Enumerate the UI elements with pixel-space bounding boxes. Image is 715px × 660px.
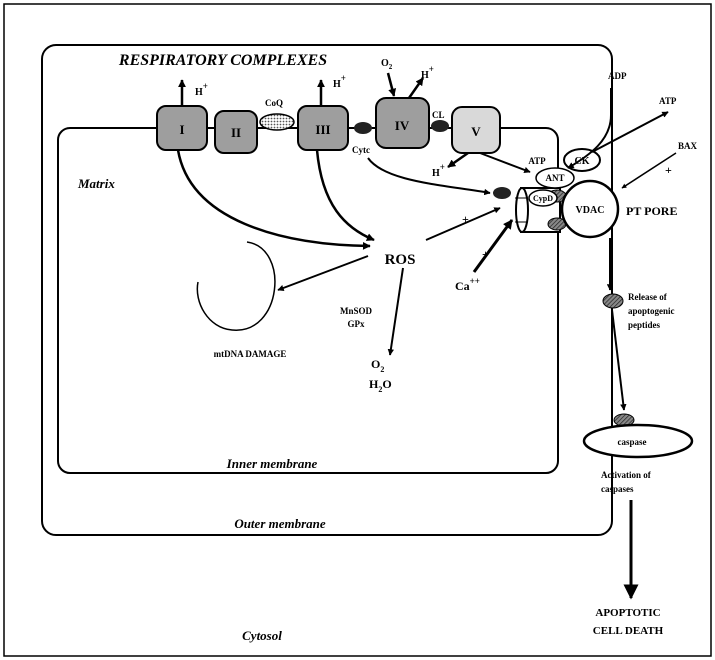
ros-to-pore-arrow <box>425 207 501 241</box>
svg-text:III: III <box>315 122 330 137</box>
matrix-label: Matrix <box>77 176 115 191</box>
vdac-label: VDAC <box>576 205 605 216</box>
cypd-label: CypD <box>533 194 553 203</box>
cytc-to-pore-arrow <box>367 157 491 196</box>
complex-iv: IV <box>375 97 430 149</box>
svg-text:CoQ: CoQ <box>265 98 283 108</box>
adp-arrow <box>567 88 612 169</box>
page-frame <box>3 3 712 657</box>
complex-i: I <box>156 105 208 151</box>
bax-arrow <box>621 152 677 189</box>
bax-label: BAX <box>678 141 698 151</box>
oxygen-label: O2 <box>381 58 393 71</box>
release-label-line2: apoptogenic <box>628 306 675 316</box>
cytosol-label: Cytosol <box>242 628 282 643</box>
svg-text:I: I <box>179 122 184 137</box>
cytc-at-pore <box>493 187 511 199</box>
proton-label-iv: H+ <box>421 64 434 81</box>
activation-label-line1: Activation of <box>601 470 652 480</box>
h2o-product: H2O <box>369 377 392 394</box>
cytc-label: Cytc <box>352 145 370 155</box>
gpx-label: GPx <box>348 319 365 329</box>
proton-arrow-iv <box>407 77 425 99</box>
complex-v-to-ant-arrow <box>479 152 531 173</box>
mtdna-damage-label: mtDNA DAMAGE <box>214 349 287 359</box>
cardiolipin-marker <box>431 120 449 132</box>
complex-iii-to-ros-arrow <box>315 149 375 242</box>
activation-label-line2: caspases <box>601 484 634 494</box>
ros-detox-arrow <box>387 267 404 356</box>
proton-label-v: H+ <box>432 162 445 179</box>
cypd-element <box>528 189 558 207</box>
svg-text:II: II <box>231 125 241 140</box>
svg-text:V: V <box>471 124 481 139</box>
complex-iii: III <box>297 105 349 151</box>
adp-label: ADP <box>608 71 627 81</box>
ros-label: ROS <box>385 252 416 268</box>
atp-inner-label: ATP <box>528 156 546 166</box>
calcium-plus: + <box>482 247 489 261</box>
complex-v: V <box>451 106 501 154</box>
caspase-label: caspase <box>618 437 647 447</box>
caspase-ellipse <box>582 423 694 459</box>
svg-text:IV: IV <box>395 118 410 133</box>
coq-carrier: CoQ <box>259 98 295 131</box>
atp-export-arrow <box>591 111 669 153</box>
apoptogenic-peptide <box>602 293 624 309</box>
ant-element <box>535 167 575 189</box>
bax-plus: + <box>665 163 672 177</box>
peptide-to-caspase-arrow <box>611 309 627 411</box>
cytochrome-c-marker <box>354 122 372 134</box>
ros-pore-plus: + <box>462 212 469 226</box>
vdac-element <box>560 179 620 239</box>
complex-i-to-ros-arrow <box>176 149 371 250</box>
inner-membrane <box>57 127 559 474</box>
o2-product: O2 <box>371 357 384 374</box>
complex-ii: II <box>214 110 258 154</box>
ck-label: CK <box>575 156 590 167</box>
apoptotic-label: APOPTOTIC <box>595 607 660 619</box>
release-label-line3: peptides <box>628 320 661 330</box>
pt-pore-label: PT PORE <box>626 204 677 218</box>
calcium-arrow <box>472 219 514 273</box>
ant-label: ANT <box>545 173 564 183</box>
mtdna-circle <box>196 241 276 331</box>
ros-to-mtdna-arrow <box>277 255 369 291</box>
proton-label-i: H+ <box>195 81 208 98</box>
calcium-label: Ca++ <box>455 276 480 293</box>
release-label-line1: Release of <box>628 292 668 302</box>
diagram-title: RESPIRATORY COMPLEXES <box>118 52 327 69</box>
atp-outer-label: ATP <box>659 96 677 106</box>
cell-death-label: CELL DEATH <box>593 625 664 637</box>
inner-membrane-label: Inner membrane <box>226 456 318 471</box>
proton-label-iii: H+ <box>333 73 346 90</box>
oxygen-arrow <box>386 72 397 97</box>
proton-arrow-v <box>447 151 469 169</box>
mnsod-label: MnSOD <box>340 306 373 316</box>
outer-membrane-label: Outer membrane <box>234 516 326 531</box>
cl-label: CL <box>432 110 445 120</box>
